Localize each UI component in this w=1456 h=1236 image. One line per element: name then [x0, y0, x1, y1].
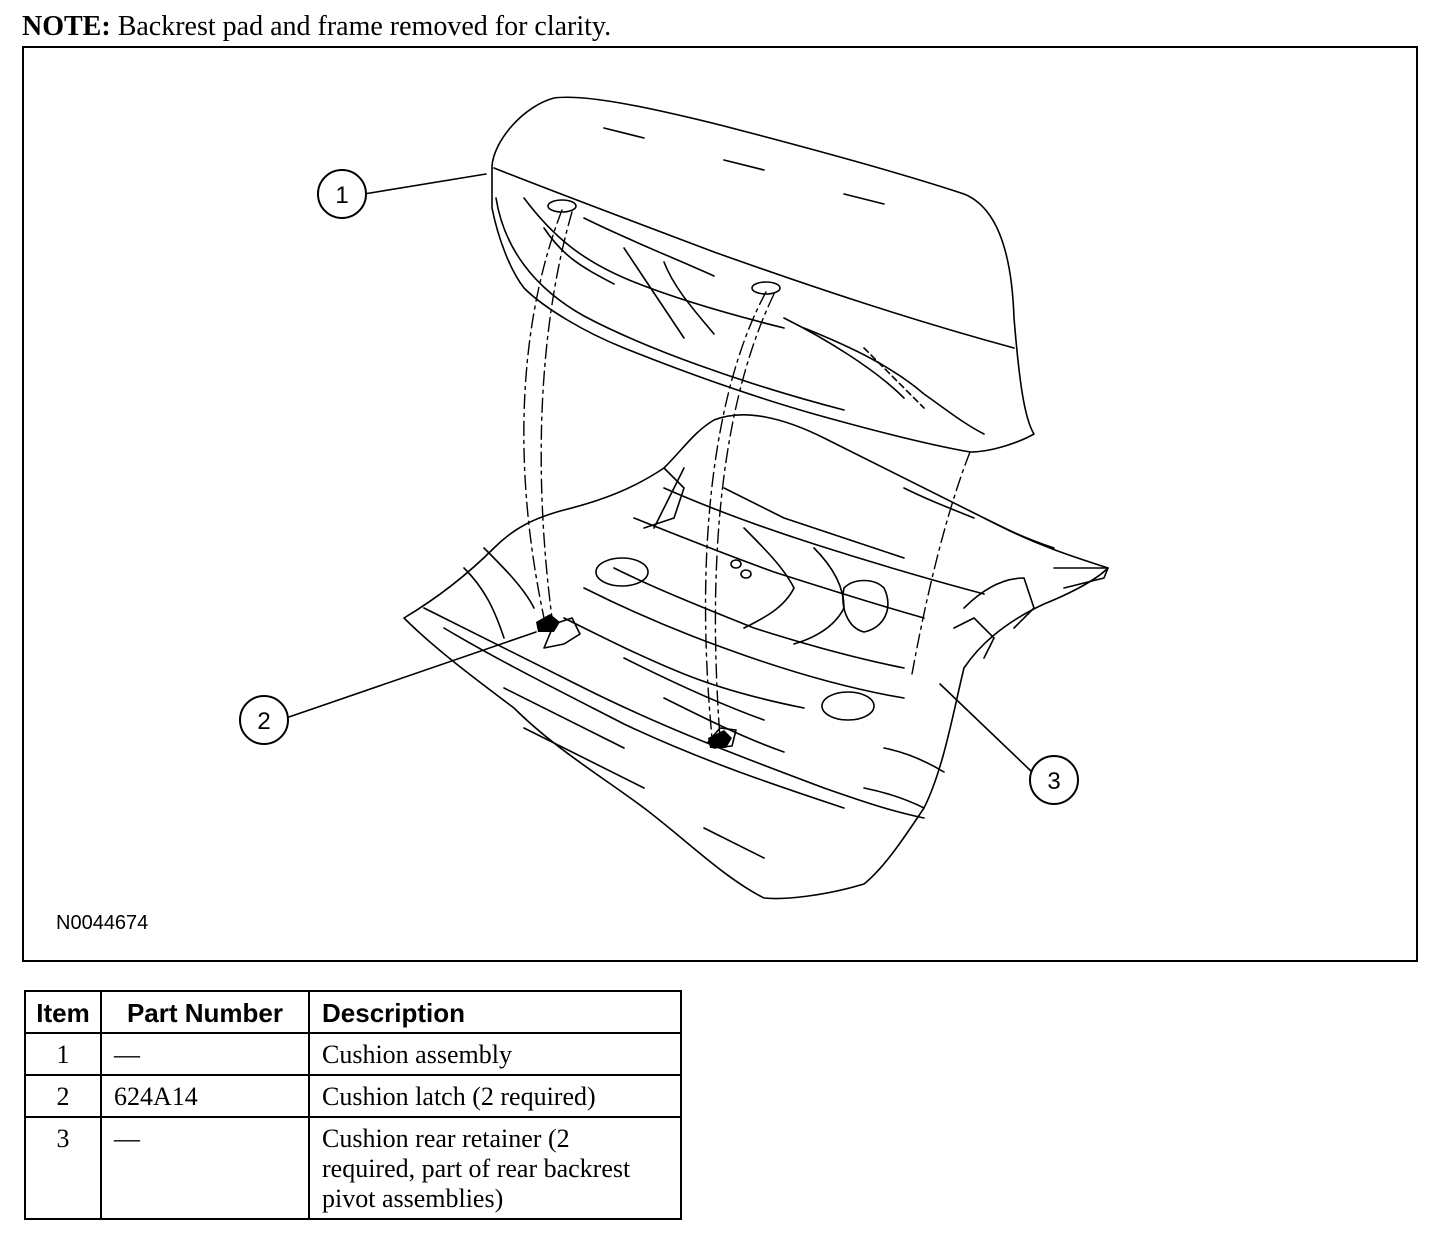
- exploded-view-figure: 1 2 3 N0044674: [22, 46, 1418, 962]
- cell-description: Cushion latch (2 required): [308, 1074, 682, 1118]
- leader-lines: [285, 173, 1033, 773]
- header-description: Description: [308, 990, 682, 1034]
- floor-pan-drawing: [403, 414, 1109, 900]
- latch-marks: [536, 614, 732, 748]
- cell-description: Cushion rear retainer (2 required, part …: [308, 1116, 682, 1220]
- cell-part-number: —: [100, 1116, 310, 1220]
- alignment-lines: [523, 209, 971, 739]
- figure-id: N0044674: [56, 912, 149, 934]
- cushion-assembly-drawing: [491, 96, 1035, 453]
- note: NOTE: Backrest pad and frame removed for…: [22, 10, 611, 44]
- table-row: 2 624A14 Cushion latch (2 required): [24, 1074, 682, 1118]
- cell-part-number: 624A14: [100, 1074, 310, 1118]
- cell-part-number: —: [100, 1032, 310, 1076]
- cell-item: 3: [24, 1116, 102, 1220]
- seat-cushion-illustration: 1 2 3: [239, 96, 1109, 900]
- table-header-row: Item Part Number Description: [24, 990, 682, 1034]
- header-part-number: Part Number: [100, 990, 310, 1034]
- cell-item: 1: [24, 1032, 102, 1076]
- parts-table: Item Part Number Description 1 — Cushion…: [24, 990, 682, 1220]
- cell-item: 2: [24, 1074, 102, 1118]
- table-row: 1 — Cushion assembly: [24, 1032, 682, 1076]
- callout-2: 2: [239, 695, 289, 745]
- table-row: 3 — Cushion rear retainer (2 required, p…: [24, 1116, 682, 1220]
- callout-3: 3: [1029, 755, 1079, 805]
- note-text: Backrest pad and frame removed for clari…: [117, 11, 612, 42]
- callout-2-label: 2: [257, 708, 270, 735]
- callout-1: 1: [317, 169, 367, 219]
- header-item: Item: [24, 990, 102, 1034]
- cell-description: Cushion assembly: [308, 1032, 682, 1076]
- callout-3-label: 3: [1047, 768, 1060, 795]
- note-label: NOTE:: [22, 11, 111, 42]
- callout-1-label: 1: [335, 182, 348, 209]
